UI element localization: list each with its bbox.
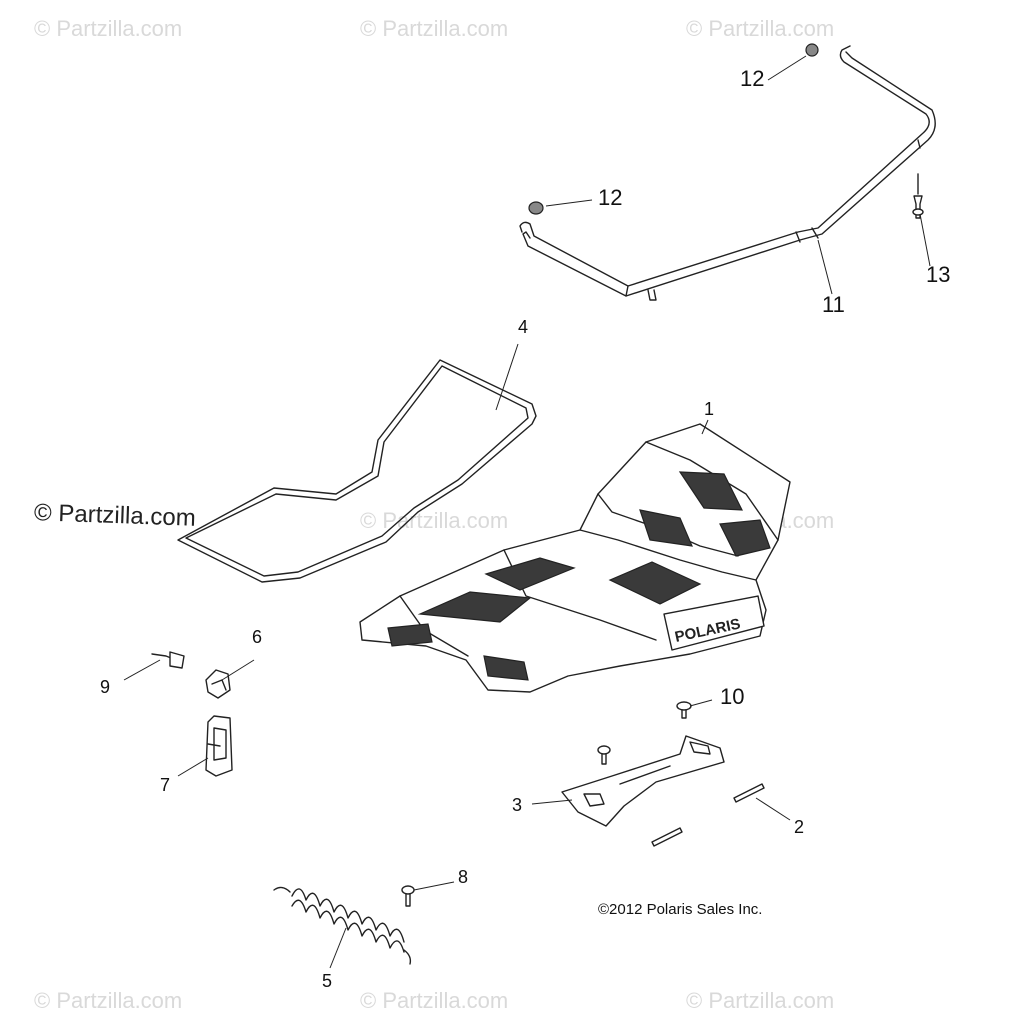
screw-part-8 (401, 885, 415, 907)
bumper-tube-part-11 (519, 45, 936, 301)
callout-3: 3 (512, 795, 523, 815)
clip-part-6 (205, 669, 231, 699)
leader-lines (123, 55, 931, 969)
callout-1: 1 (704, 399, 715, 419)
pin-part-2 (651, 783, 765, 847)
seal-part-4 (177, 359, 537, 583)
callout-10: 10 (720, 684, 745, 709)
spring-part-5 (273, 886, 412, 965)
callout-9: 9 (100, 677, 111, 697)
callout-4: 4 (518, 317, 529, 337)
rear-rack-part-1: POLARIS (359, 423, 791, 693)
end-cap-part-12 (528, 43, 819, 215)
callout-8: 8 (458, 867, 469, 887)
push-rivet-part-9 (151, 651, 185, 669)
callout-12: 12 (740, 66, 765, 91)
callout-12: 12 (598, 185, 623, 210)
callout-2: 2 (794, 817, 805, 837)
callout-13: 13 (926, 262, 951, 287)
mount-bracket-part-3 (561, 735, 725, 827)
latch-bracket-part-7 (205, 715, 233, 777)
callout-7: 7 (160, 775, 171, 795)
callout-6: 6 (252, 627, 263, 647)
callout-5: 5 (322, 971, 333, 991)
callout-11: 11 (822, 292, 845, 317)
copyright-notice: ©2012 Polaris Sales Inc. (598, 901, 763, 918)
screw-part-13 (912, 173, 924, 219)
